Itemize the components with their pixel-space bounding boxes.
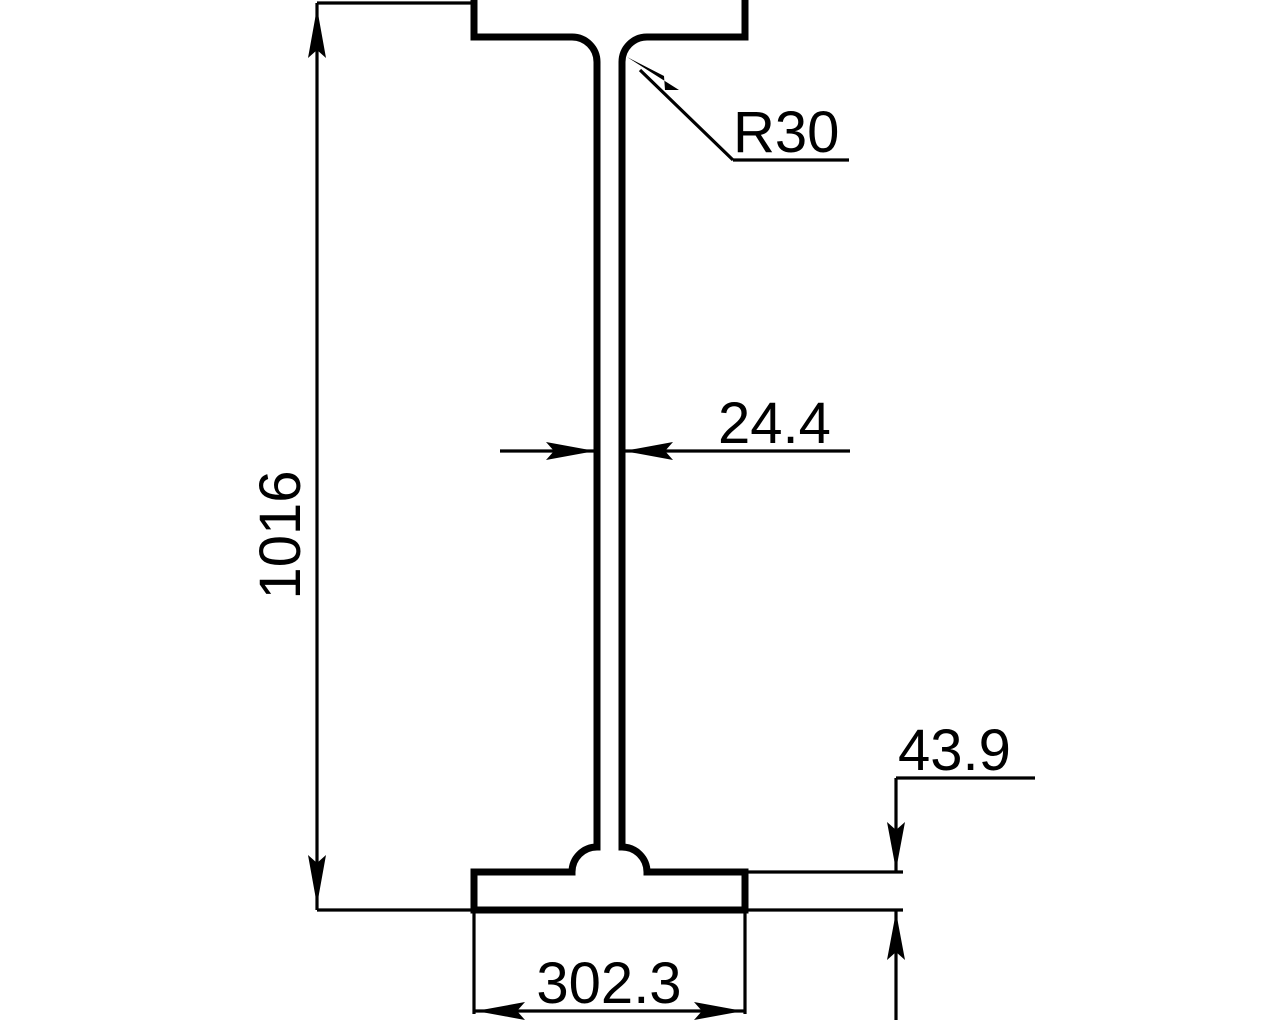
flange-thickness-arrow-lower (887, 912, 905, 960)
root-radius-label: R30 (733, 100, 839, 165)
flange-width-arrow-left (476, 1002, 525, 1020)
web-thickness-arrow-right (624, 442, 673, 460)
dimension-overall-depth: 1016 (248, 1, 500, 912)
dimension-root-radius: R30 (627, 57, 849, 165)
dimension-flange-width: 302.3 (472, 910, 747, 1020)
i-beam-section-path (470, 0, 749, 914)
overall-depth-arrow-bottom (308, 855, 326, 905)
flange-thickness-arrow-upper (887, 822, 905, 870)
flange-width-label: 302.3 (536, 951, 681, 1016)
web-thickness-arrow-left (546, 442, 595, 460)
root-radius-leader-line (638, 68, 735, 162)
overall-depth-arrow-top (308, 8, 326, 58)
flange-thickness-label: 43.9 (898, 718, 1011, 783)
web-thickness-label: 24.4 (718, 391, 831, 456)
beam-profile-outline (470, 0, 749, 914)
flange-width-arrow-right (694, 1002, 743, 1020)
dimension-flange-thickness: 43.9 (745, 718, 1035, 1020)
dimension-web-thickness: 24.4 (500, 391, 850, 460)
root-radius-arrow (627, 57, 679, 90)
overall-depth-label: 1016 (248, 470, 313, 599)
